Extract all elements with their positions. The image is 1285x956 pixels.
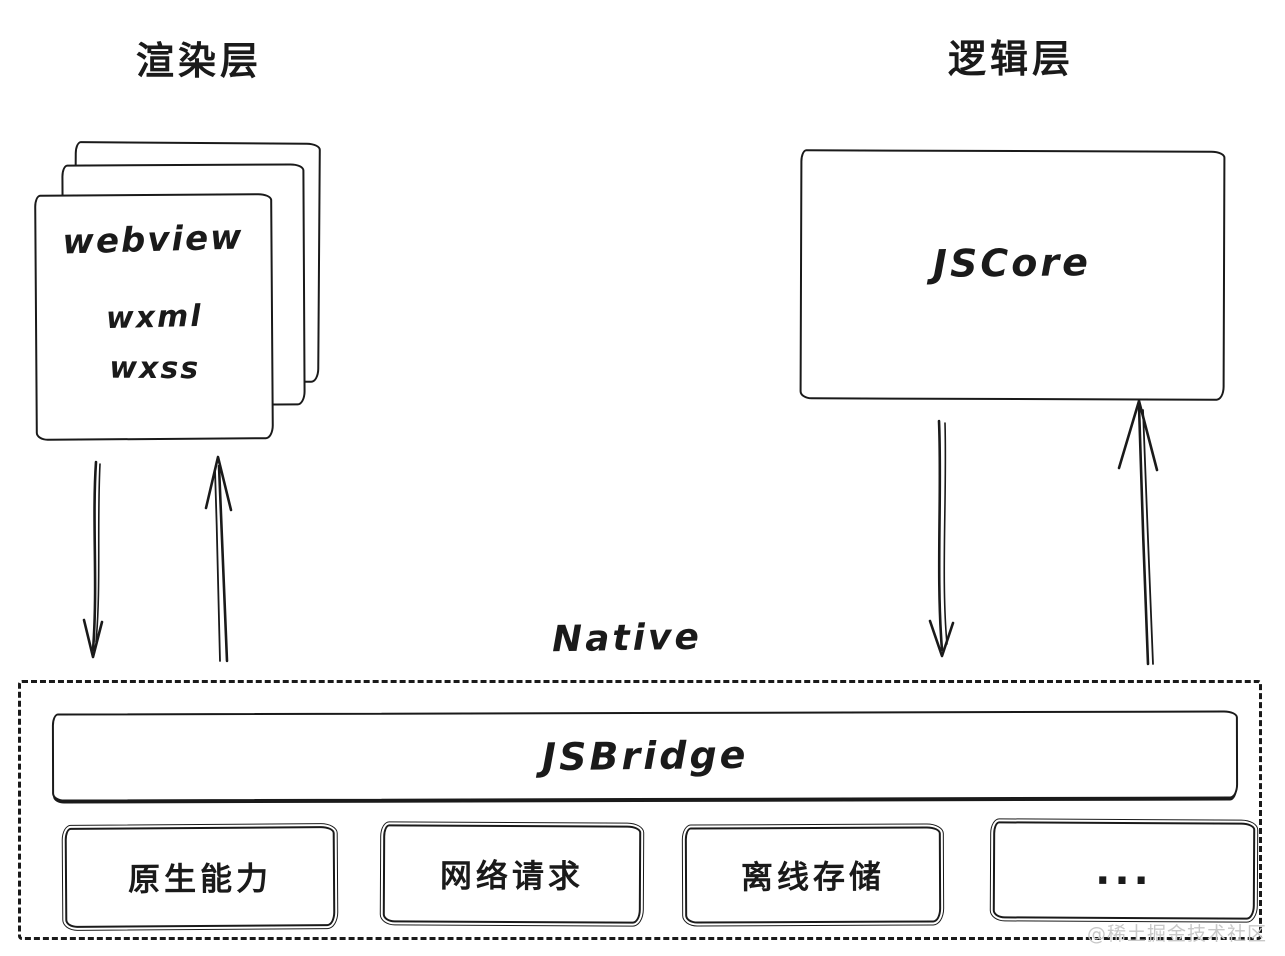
jsbridge-label: JSBridge xyxy=(541,732,749,780)
jsbridge-bar: JSBridge xyxy=(51,710,1239,802)
webview-card-front: webview wxml wxss xyxy=(34,193,274,441)
native-label: Native xyxy=(551,616,703,661)
arrow-jscore-to-native-icon xyxy=(928,419,955,658)
capability-more: ... xyxy=(989,818,1259,923)
arrow-native-to-jscore-icon xyxy=(1117,399,1159,666)
watermark: @稀土掘金技术社区 xyxy=(1086,923,1267,945)
logic-layer-label: 逻辑层 xyxy=(948,37,1075,81)
jscore-box: JSCore xyxy=(799,149,1226,401)
capability-native-abilities: 原生能力 xyxy=(61,823,339,931)
render-layer-label: 渲染层 xyxy=(136,39,263,83)
native-container: JSBridge 原生能力 网络请求 离线存储 ... xyxy=(18,680,1262,940)
capability-offline-storage: 离线存储 xyxy=(681,823,945,927)
capability-network-request: 网络请求 xyxy=(379,821,645,927)
arrow-webview-to-native-icon xyxy=(82,460,104,659)
webview-title: webview xyxy=(62,217,245,263)
jscore-label: JSCore xyxy=(933,240,1092,286)
wxss-label: wxss xyxy=(108,350,200,387)
arrow-native-to-webview-icon xyxy=(204,455,233,663)
wxml-label: wxml xyxy=(105,298,203,337)
